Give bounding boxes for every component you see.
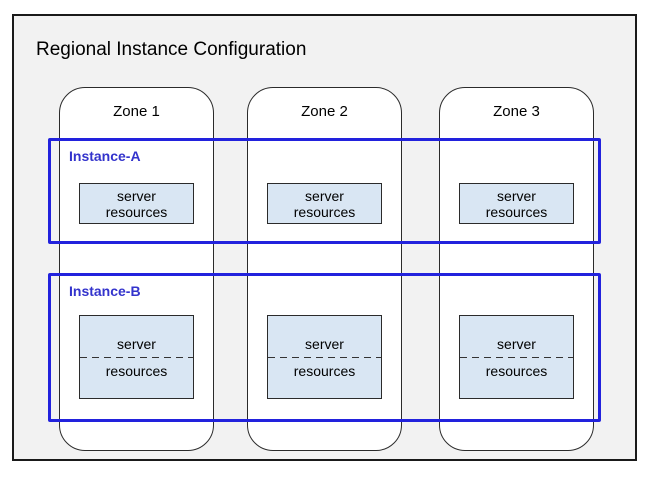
server-resources-text: resources	[293, 362, 356, 379]
server-resources-text: server	[117, 187, 156, 204]
server-resources-box-instance-a-zone-3: server resources	[459, 183, 574, 224]
diagram-title: Regional Instance Configuration	[36, 39, 307, 60]
dashed-divider	[268, 356, 381, 358]
server-resources-box-instance-b-zone-3: server resources	[459, 315, 574, 399]
server-resources-box-instance-a-zone-1: server resources	[79, 183, 194, 224]
instance-b-boundary: Instance-B	[48, 273, 601, 422]
server-resources-text: server	[305, 335, 344, 352]
server-resources-text: resources	[105, 362, 168, 379]
server-resources-text: resources	[105, 203, 168, 220]
server-resources-text: server	[497, 335, 536, 352]
server-resources-box-instance-a-zone-2: server resources	[267, 183, 382, 224]
server-resources-text: resources	[293, 203, 356, 220]
dashed-divider	[460, 356, 573, 358]
instance-a-label: Instance-A	[69, 148, 141, 164]
server-resources-box-instance-b-zone-2: server resources	[267, 315, 382, 399]
server-resources-text: server	[117, 335, 156, 352]
dashed-divider	[80, 356, 193, 358]
server-resources-text: resources	[485, 362, 548, 379]
server-resources-text: server	[497, 187, 536, 204]
instance-b-label: Instance-B	[69, 283, 141, 299]
server-resources-text: resources	[485, 203, 548, 220]
zone-3-label: Zone 3	[493, 103, 540, 120]
zone-2-label: Zone 2	[301, 103, 348, 120]
server-resources-text: server	[305, 187, 344, 204]
diagram-frame: Regional Instance Configuration Zone 1 Z…	[12, 14, 637, 461]
server-resources-box-instance-b-zone-1: server resources	[79, 315, 194, 399]
instance-a-boundary: Instance-A	[48, 138, 601, 244]
zone-1-label: Zone 1	[113, 103, 160, 120]
